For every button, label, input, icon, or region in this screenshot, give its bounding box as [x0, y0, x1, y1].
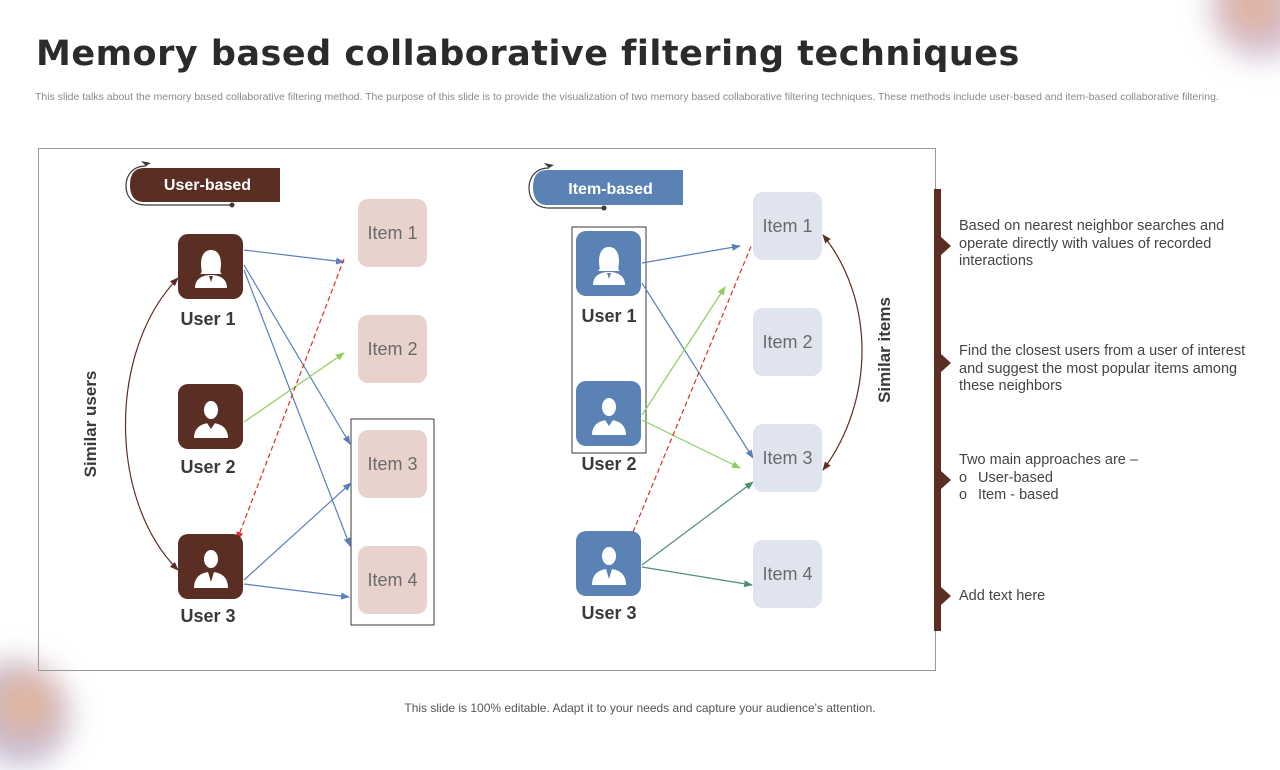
ib-user-1-label: User 1: [581, 306, 637, 326]
info-point-3: Two main approaches are – User-based Ite…: [959, 452, 1259, 505]
item-based-tab-shape: [533, 170, 683, 205]
slide-title: Memory based collaborative filtering tec…: [36, 34, 1020, 74]
item-based-heading: Item-based: [568, 180, 653, 198]
ub-item-3: Item 3: [358, 430, 427, 498]
ub-user-3-avatar: [178, 534, 243, 599]
ub-item-1: Item 1: [358, 199, 427, 267]
ib-item-3: Item 3: [753, 424, 822, 492]
user-male-icon: [193, 549, 228, 588]
user-based-heading: User-based: [163, 176, 252, 194]
ib-similar-items-curve: [822, 234, 863, 471]
user-female-icon: [592, 246, 625, 285]
ub-arrow-u1-i3: [243, 264, 351, 445]
ub-user-2-avatar: [178, 384, 243, 449]
ib-item-2: Item 2: [753, 308, 822, 376]
ib-user-1-avatar: [576, 231, 641, 296]
info-point-1: Based on nearest neighbor searches and o…: [959, 218, 1225, 269]
info-point-4: Add text here: [959, 588, 1046, 604]
item-based-tab-outline: [528, 167, 604, 209]
item-based-user-group-box: [571, 226, 647, 454]
arrow-right-icon: [941, 587, 951, 605]
ib-user-2-label: User 2: [581, 454, 637, 474]
user-based-tab-shape: [130, 168, 280, 202]
info-point-3-text: Two main approaches are –: [959, 452, 1138, 468]
ub-user-1-avatar: [178, 234, 243, 299]
ub-similar-users-curve: [125, 277, 179, 571]
user-male-icon: [193, 400, 228, 438]
similar-items-label: Similar items: [875, 297, 894, 403]
ib-user-2-avatar: [576, 381, 641, 446]
arrow-right-icon: [941, 471, 951, 489]
ub-user-2-label: User 2: [180, 457, 236, 477]
info-point-2: Find the closest users from a user of in…: [959, 343, 1246, 394]
ub-arrow-u3-i3: [243, 482, 352, 581]
user-female-icon: [194, 249, 227, 288]
arrow-right-icon: [941, 237, 951, 255]
ib-arrow-u3-i3: [641, 481, 754, 566]
approach-list-item: User-based: [959, 470, 1259, 488]
ib-user-3-label: User 3: [581, 603, 637, 623]
user-based-item-group-box: [350, 418, 435, 626]
ib-user-3-avatar: [576, 531, 641, 596]
ib-arrow-u1-i3: [641, 282, 754, 459]
ub-arrow-u1-i1: [243, 249, 345, 265]
user-male-icon: [591, 397, 626, 435]
ub-user-3-label: User 3: [180, 606, 236, 626]
diagram-connectors: [125, 161, 951, 631]
similar-users-label: Similar users: [81, 370, 100, 478]
ub-item-2: Item 2: [358, 315, 427, 383]
user-male-icon: [591, 546, 626, 585]
ub-item-4: Item 4: [358, 546, 427, 614]
approach-list-item: Item - based: [959, 487, 1259, 505]
ib-arrow-u2-i1: [641, 286, 726, 416]
ib-item-1: Item 1: [753, 192, 822, 260]
slide-subtitle: This slide talks about the memory based …: [35, 91, 1219, 103]
ub-arrow-u2-i2: [243, 352, 345, 423]
footer-note: This slide is 100% editable. Adapt it to…: [404, 701, 876, 715]
approaches-list: User-based Item - based: [959, 470, 1259, 505]
ib-arrow-u3-i4: [641, 566, 753, 588]
ub-arrow-u3-i4: [243, 583, 350, 600]
ub-arrow-red-dashed: [236, 258, 345, 541]
ib-arrow-u2-i3: [641, 419, 741, 469]
ub-arrow-u1-i4: [243, 269, 351, 547]
ub-user-1-label: User 1: [180, 309, 236, 329]
ib-arrow-u1-i1: [641, 243, 741, 264]
ib-arrow-red-dashed: [632, 243, 753, 533]
user-based-tab-outline: [125, 165, 232, 206]
arrow-right-icon: [941, 354, 951, 372]
timeline-bar: [934, 189, 941, 631]
ib-item-4: Item 4: [753, 540, 822, 608]
